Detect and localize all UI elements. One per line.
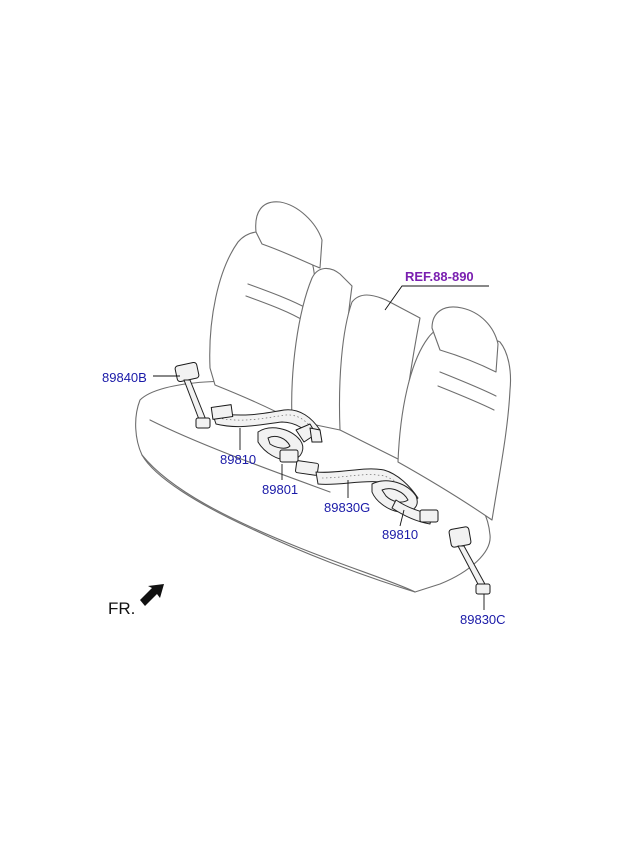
ref-label: REF.88-890	[405, 269, 474, 284]
buckle-head-right	[448, 526, 472, 548]
buckle-head-center	[279, 449, 299, 463]
buckle-anchor-left	[195, 417, 211, 429]
right-retractor	[419, 509, 439, 523]
leader-lines	[153, 285, 489, 610]
leader-89810-right	[399, 509, 405, 527]
callout-89810-left: 89810	[220, 452, 256, 467]
front-arrow-icon	[140, 584, 164, 606]
callout-89830G: 89830G	[324, 500, 370, 515]
buckle-head-left	[174, 361, 200, 383]
front-direction-indicator: FR.	[108, 584, 164, 618]
backrest-left	[209, 231, 316, 421]
backrest-right	[397, 324, 512, 521]
callout-89801: 89801	[262, 482, 298, 497]
left-belt-bracket	[309, 427, 323, 443]
ref-leader	[384, 285, 489, 311]
callout-labels: REF.88-890 89840B 89810 89801 89830G 898…	[102, 269, 506, 627]
rear-seat-outline	[135, 201, 512, 593]
callout-89810-right: 89810	[382, 527, 418, 542]
front-label: FR.	[108, 599, 135, 618]
right-belt-assembly	[315, 468, 439, 525]
backrest-center-main	[338, 294, 421, 461]
callout-89830C: 89830C	[460, 612, 506, 627]
left-retractor	[210, 404, 234, 420]
buckle-89830C	[448, 526, 491, 595]
headrest-left	[255, 201, 323, 269]
buckle-latch-center	[295, 460, 319, 476]
buckle-anchor-right	[475, 583, 491, 595]
right-belt-loop	[371, 480, 418, 513]
buckle-89840B	[174, 361, 211, 429]
callout-89840B: 89840B	[102, 370, 147, 385]
buckle-89801	[279, 449, 319, 476]
headrest-right	[431, 306, 499, 373]
